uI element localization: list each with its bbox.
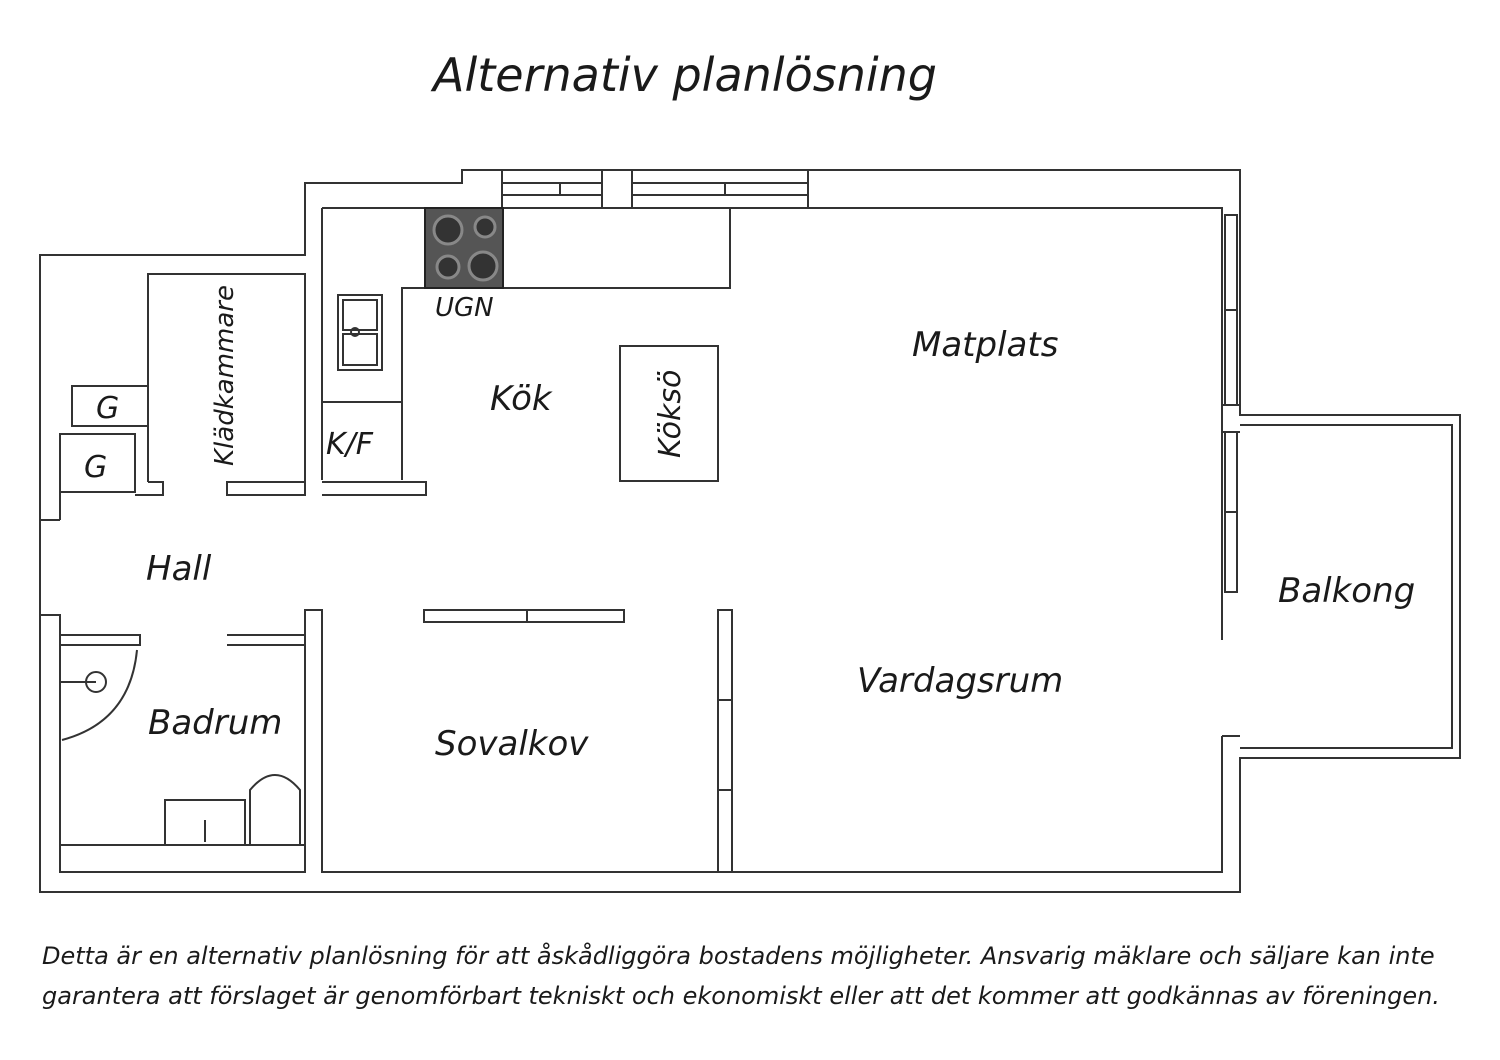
room-label-ugn: UGN (435, 293, 494, 323)
kitchen-island (619, 345, 719, 482)
outer-wall (39, 169, 1461, 893)
window-top-1 (501, 182, 603, 196)
kitchen-counter (321, 208, 731, 480)
room-label-g-1: G (96, 391, 119, 426)
floor-plan: Hall Badrum Sovalkov Kök Matplats Vardag… (39, 169, 1461, 893)
room-label-kf: K/F (326, 427, 374, 462)
room-divider (717, 609, 733, 873)
room-label-vardagsrum: Vardagsrum (857, 661, 1063, 701)
room-label-sovalkov: Sovalkov (435, 724, 589, 764)
room-label-balkong: Balkong (1278, 571, 1415, 611)
shower-screen (61, 649, 138, 741)
wardrobe-1 (71, 385, 149, 427)
room-label-kladkammare: Klädkammare (210, 285, 240, 466)
room-label-badrum: Badrum (148, 703, 282, 743)
room-label-kok: Kök (490, 379, 553, 419)
window-top-2 (631, 182, 809, 196)
room-label-hall: Hall (146, 549, 212, 589)
fridge-box (322, 401, 403, 480)
toilet (249, 774, 301, 845)
balcony-rail (1240, 424, 1453, 749)
sink (337, 294, 383, 371)
room-label-matplats: Matplats (912, 325, 1058, 365)
disclaimer: Detta är en alternativ planlösning för a… (42, 936, 1462, 1016)
inner-wall-outline (40, 207, 1223, 873)
alcove-partition (423, 609, 625, 623)
page-title: Alternativ planlösning (432, 48, 937, 102)
room-label-g-2: G (84, 450, 107, 485)
disclaimer-line-2: garantera att förslaget är genomförbart … (42, 982, 1440, 1010)
disclaimer-line-1: Detta är en alternativ planlösning för a… (42, 942, 1435, 970)
room-label-koksö: Köksö (653, 370, 688, 458)
bath-sink (164, 799, 246, 846)
